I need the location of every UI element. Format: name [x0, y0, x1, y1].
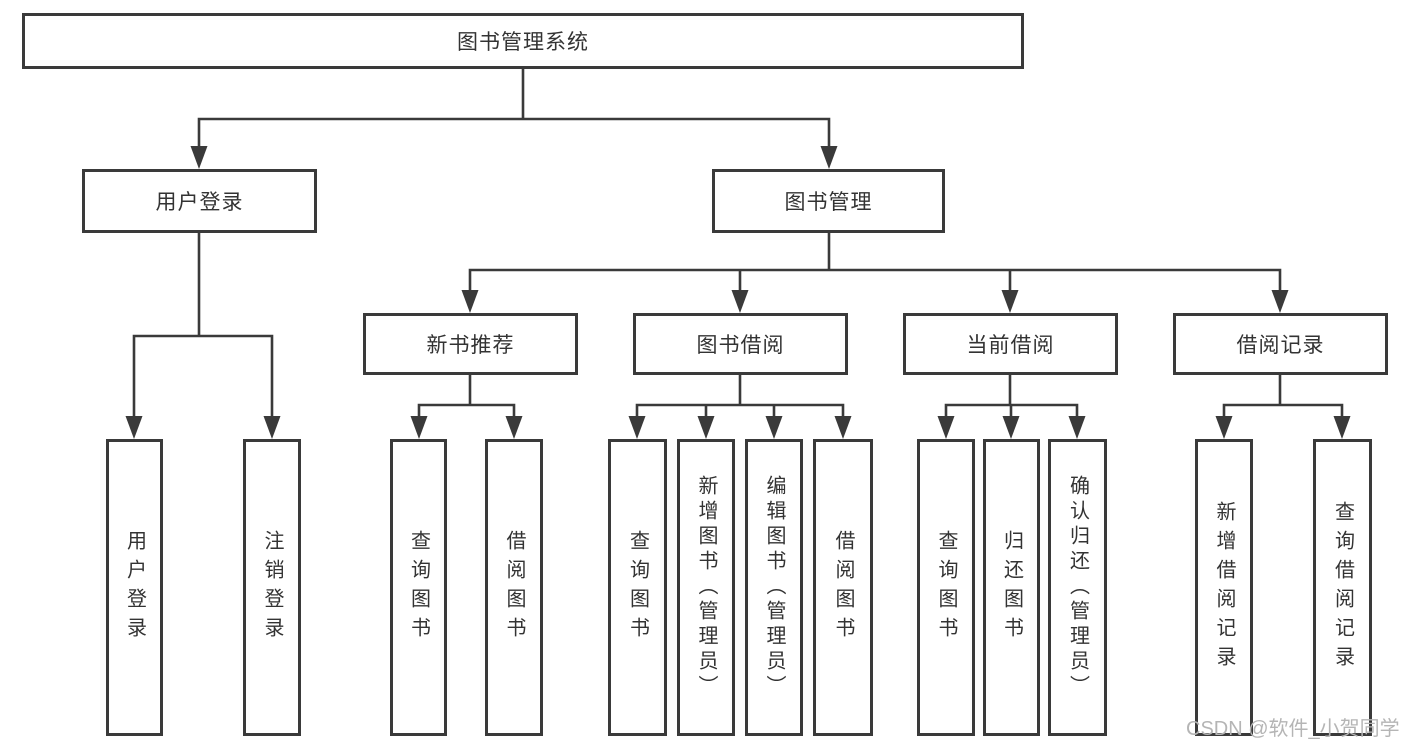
leaf-edit-book-admin: 编辑图书（管理员）	[745, 439, 803, 736]
leaf-borrow-books-borrowing: 借阅图书	[813, 439, 873, 736]
leaf-query-books-recommend: 查询图书	[390, 439, 447, 736]
node-new-book-recommendation: 新书推荐	[363, 313, 578, 375]
leaf-add-borrow-record: 新增借阅记录	[1195, 439, 1253, 736]
leaf-logout: 注销登录	[243, 439, 301, 736]
node-user-login: 用户登录	[82, 169, 317, 233]
leaf-confirm-return-admin: 确认归还（管理员）	[1048, 439, 1107, 736]
node-book-management: 图书管理	[712, 169, 945, 233]
csdn-watermark: CSDN @软件_小贺同学	[1186, 718, 1400, 740]
leaf-query-books-borrowing: 查询图书	[608, 439, 667, 736]
leaf-query-books-current: 查询图书	[917, 439, 975, 736]
leaf-query-borrow-record: 查询借阅记录	[1313, 439, 1372, 736]
node-book-borrowing: 图书借阅	[633, 313, 848, 375]
leaf-add-book-admin: 新增图书（管理员）	[677, 439, 735, 736]
leaf-user-login: 用户登录	[106, 439, 163, 736]
leaf-return-book: 归还图书	[983, 439, 1040, 736]
node-borrowing-records: 借阅记录	[1173, 313, 1388, 375]
leaf-borrow-books-recommend: 借阅图书	[485, 439, 543, 736]
node-library-management-system: 图书管理系统	[22, 13, 1024, 69]
node-current-borrowing: 当前借阅	[903, 313, 1118, 375]
